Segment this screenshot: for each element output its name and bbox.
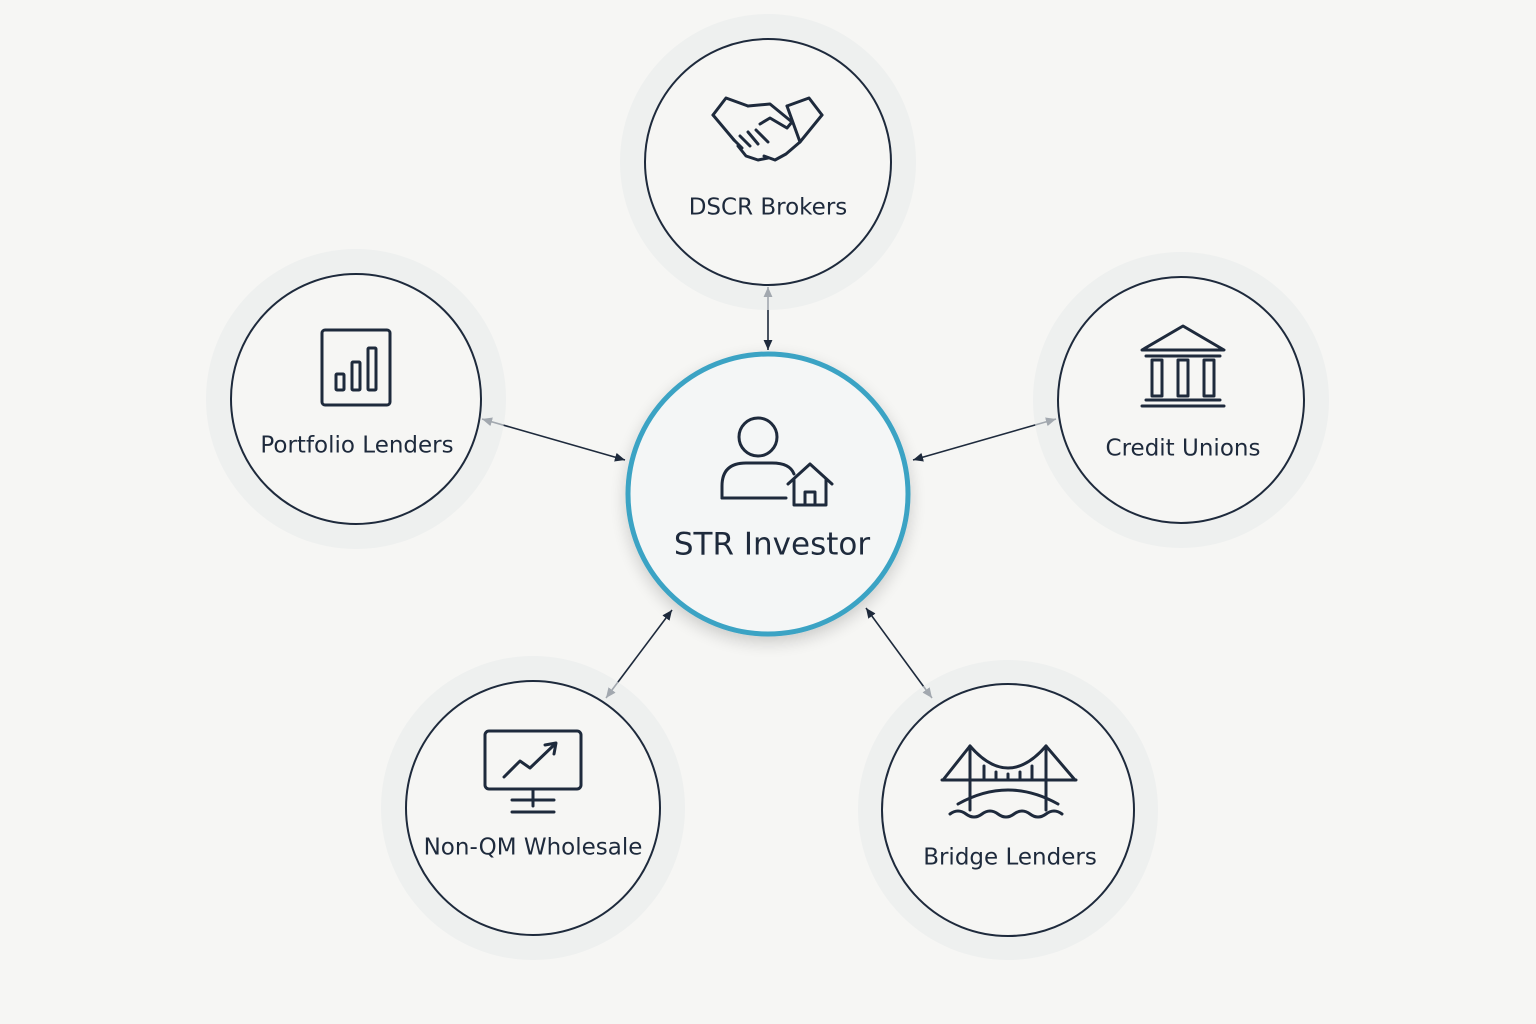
bank-icon xyxy=(1140,324,1226,408)
bridge-icon xyxy=(940,744,1078,819)
node-label: Portfolio Lenders xyxy=(260,433,453,459)
connector-portfolio-lenders xyxy=(481,417,626,462)
center-label: STR Investor xyxy=(674,527,870,563)
node-circle xyxy=(881,683,1135,937)
node-label: Non-QM Wholesale xyxy=(424,835,643,861)
center-circle xyxy=(625,351,911,637)
monitor-chart-icon xyxy=(483,729,583,814)
node-bridge-lenders[interactable]: Bridge Lenders xyxy=(858,660,1158,960)
node-circle xyxy=(644,38,892,286)
node-label: Credit Unions xyxy=(1106,436,1261,462)
node-circle xyxy=(230,273,482,525)
node-label: Bridge Lenders xyxy=(923,845,1097,871)
bar-chart-icon xyxy=(320,328,392,407)
connector-credit-unions xyxy=(912,417,1057,462)
node-dscr-brokers[interactable]: DSCR Brokers xyxy=(620,14,916,310)
node-str-investor[interactable]: STR Investor xyxy=(625,351,911,637)
handshake-icon xyxy=(711,96,824,162)
node-circle xyxy=(405,680,661,936)
node-credit-unions[interactable]: Credit Unions xyxy=(1033,252,1329,548)
node-non-qm-wholesale[interactable]: Non-QM Wholesale xyxy=(381,656,685,960)
node-label: DSCR Brokers xyxy=(689,195,848,221)
node-portfolio-lenders[interactable]: Portfolio Lenders xyxy=(206,249,506,549)
person-with-house-icon xyxy=(720,416,834,507)
connector-bridge-lenders xyxy=(865,607,933,699)
